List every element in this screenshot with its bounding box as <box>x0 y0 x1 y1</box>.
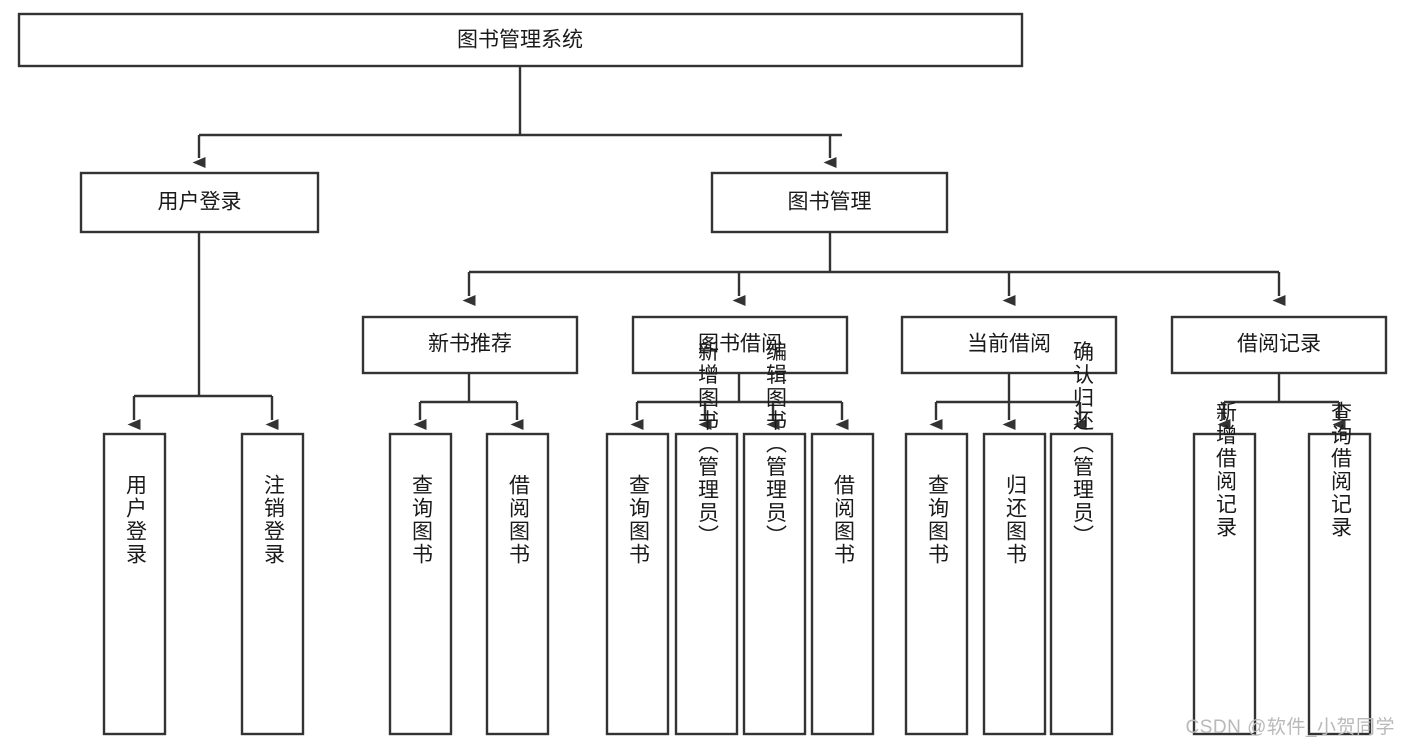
edges-newbook-to-children <box>413 373 524 430</box>
node-leaf-query-book-3-label: 查询图书 <box>926 474 950 566</box>
node-current-borrow-label: 当前借阅 <box>967 333 1051 356</box>
edges-current-to-children <box>929 373 1087 430</box>
node-leaf-query-borrow-record[interactable]: 查询借阅记录 <box>1307 401 1372 736</box>
node-leaf-return-book[interactable]: 归还图书 <box>982 432 1047 736</box>
node-leaf-borrow-book-1-label: 借阅图书 <box>507 474 531 566</box>
node-leaf-query-book-1[interactable]: 查询图书 <box>388 432 453 736</box>
node-borrow-record-label: 借阅记录 <box>1237 333 1321 356</box>
node-leaf-user-login[interactable]: 用户登录 <box>102 432 167 736</box>
node-new-book-recommend-label: 新书推荐 <box>428 333 512 356</box>
edges-userlogin-to-children <box>127 233 279 430</box>
node-leaf-confirm-return-admin[interactable]: 确认归还（管理员） <box>1049 341 1114 736</box>
node-leaf-add-borrow-record[interactable]: 新增借阅记录 <box>1192 401 1257 736</box>
node-leaf-edit-book-admin[interactable]: 编辑图书（管理员） <box>742 341 807 736</box>
node-book-borrow-label: 图书借阅 <box>698 333 782 356</box>
node-leaf-return-book-label: 归还图书 <box>1004 474 1028 566</box>
node-borrow-record[interactable]: 借阅记录 <box>1170 315 1388 375</box>
node-root[interactable]: 图书管理系统 <box>17 12 1024 68</box>
edges-borrow-to-children <box>630 373 849 430</box>
node-leaf-add-borrow-record-label: 新增借阅记录 <box>1214 401 1238 539</box>
node-book-management[interactable]: 图书管理 <box>710 171 949 234</box>
node-leaf-borrow-book-2-label: 借阅图书 <box>832 474 856 566</box>
edges-root-to-level1 <box>192 66 842 168</box>
node-book-borrow[interactable]: 图书借阅 <box>631 315 849 375</box>
node-leaf-logout[interactable]: 注销登录 <box>240 432 305 736</box>
node-user-login-label: 用户登录 <box>158 191 242 214</box>
node-leaf-confirm-return-admin-label: 确认归还（管理员） <box>1071 341 1095 548</box>
node-user-login[interactable]: 用户登录 <box>79 171 320 234</box>
node-leaf-user-login-label: 用户登录 <box>124 474 148 566</box>
edges-bookmgmt-to-level2 <box>462 233 1286 306</box>
node-leaf-edit-book-admin-label: 编辑图书（管理员） <box>764 341 788 548</box>
node-leaf-query-book-1-label: 查询图书 <box>410 474 434 566</box>
node-leaf-add-book-admin[interactable]: 新增图书（管理员） <box>674 341 739 736</box>
node-new-book-recommend[interactable]: 新书推荐 <box>361 315 579 375</box>
node-leaf-borrow-book-2[interactable]: 借阅图书 <box>810 432 875 736</box>
node-leaf-borrow-book-1[interactable]: 借阅图书 <box>485 432 550 736</box>
node-current-borrow[interactable]: 当前借阅 <box>900 315 1118 375</box>
node-root-label: 图书管理系统 <box>457 29 583 52</box>
node-leaf-logout-label: 注销登录 <box>262 474 286 566</box>
node-leaf-query-book-2-label: 查询图书 <box>627 474 651 566</box>
node-book-management-label: 图书管理 <box>788 191 872 214</box>
node-leaf-query-book-3[interactable]: 查询图书 <box>904 432 969 736</box>
edges-record-to-children <box>1217 373 1346 430</box>
node-leaf-query-book-2[interactable]: 查询图书 <box>605 432 670 736</box>
node-leaf-add-book-admin-label: 新增图书（管理员） <box>696 341 720 548</box>
node-leaf-query-borrow-record-label: 查询借阅记录 <box>1329 401 1353 539</box>
